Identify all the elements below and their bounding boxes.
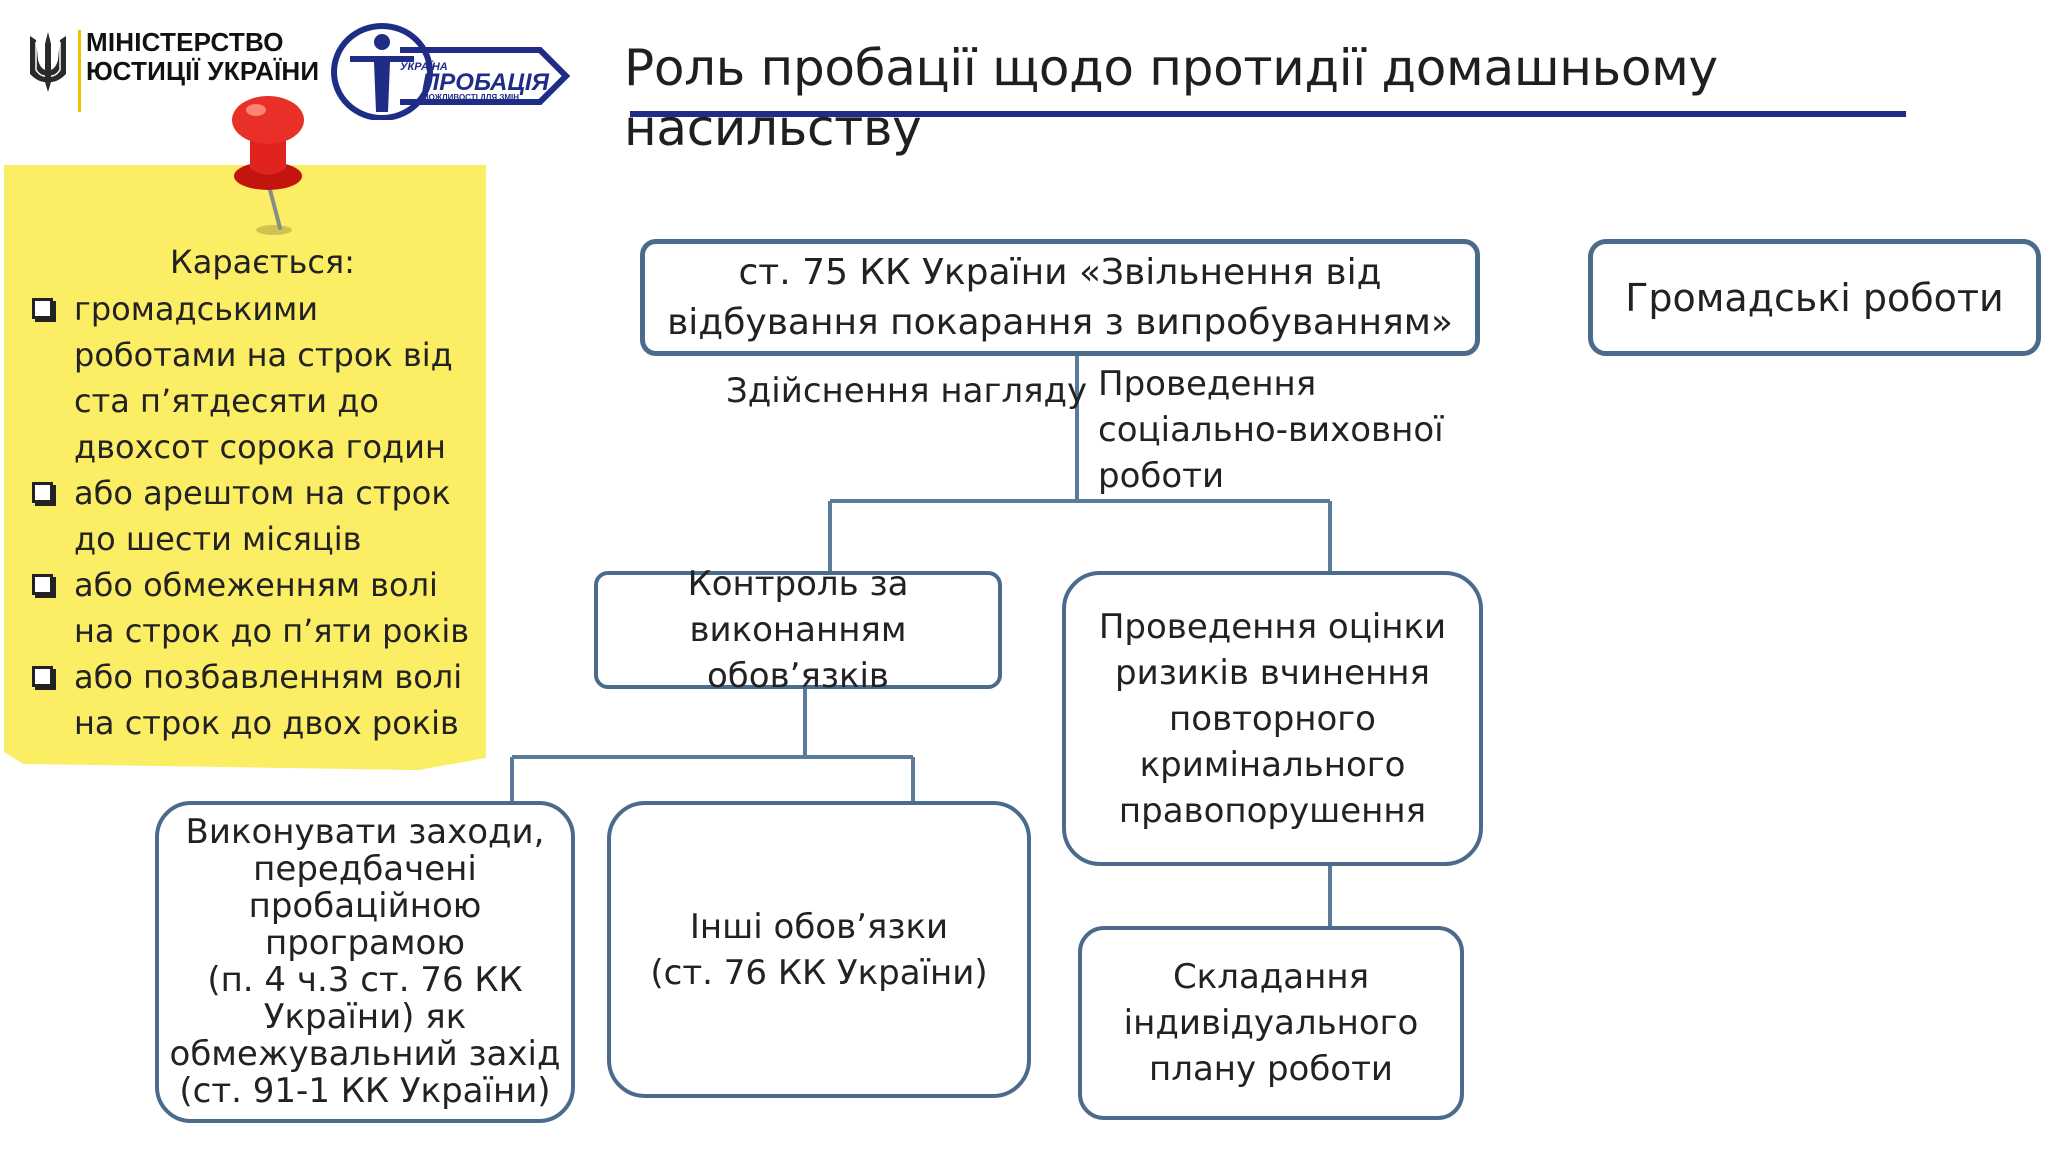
program-line-1: Виконувати заходи, [185, 812, 545, 852]
plan-line-2: індивідуального [1123, 1003, 1419, 1043]
penalty-item: або арештом на строк до шести місяців [28, 470, 488, 562]
article-75-line-2: відбування покарання з випробуванням» [667, 301, 1453, 343]
trident-icon [30, 32, 66, 92]
penalty-item-text: або арештом на строк до шести місяців [74, 474, 451, 558]
program-line-8: (ст. 91-1 КК України) [179, 1071, 551, 1111]
probation-logo: УКРАЇНА ПРОБАЦІЯ МОЖЛИВОСТІ ДЛЯ ЗМІН [331, 23, 570, 120]
control-line-2: виконанням обов’язків [689, 610, 907, 696]
plan-line-1: Складання [1172, 957, 1370, 997]
program-line-2: передбачені [253, 849, 477, 889]
supervision-label: Здійснення нагляду [726, 371, 1088, 411]
plan-line-3: плану роботи [1148, 1049, 1393, 1089]
risk-line-3: повторного [1169, 698, 1376, 739]
article-75-box: ст. 75 КК України «Звільнення від відбув… [640, 239, 1480, 356]
risk-line-2: ризиків вчинення [1115, 652, 1430, 693]
sticky-note [4, 165, 486, 770]
control-line-1: Контроль за [687, 564, 909, 604]
risk-assessment-box: Проведення оцінки ризиків вчинення повто… [1062, 571, 1483, 866]
ministry-line-1: МІНІСТЕРСТВО [86, 27, 284, 57]
checkbox-bullet-icon [32, 482, 53, 503]
penalty-item: громадськими роботами на строк від ста п… [28, 286, 488, 470]
penalty-item: або позбавленням волі на строк до двох р… [28, 654, 488, 746]
public-works-text: Громадські роботи [1625, 275, 2004, 320]
checkbox-bullet-icon [32, 574, 53, 595]
risk-line-5: правопорушення [1118, 790, 1427, 831]
sticky-heading: Карається: [170, 243, 355, 281]
penalty-item-text: громадськими роботами на строк від ста п… [74, 290, 453, 466]
ministry-name: МІНІСТЕРСТВО ЮСТИЦІЇ УКРАЇНИ [86, 28, 326, 86]
social-work-line-1: Проведення [1098, 364, 1317, 404]
checkbox-bullet-icon [32, 298, 53, 319]
program-line-7: обмежувальний захід [169, 1034, 561, 1074]
program-line-5: (п. 4 ч.3 ст. 76 КК [207, 960, 523, 1000]
social-work-label: Проведення соціально-виховної роботи [1098, 361, 1444, 499]
title-underline [630, 111, 1906, 117]
other-duties-line-2: (ст. 76 КК України) [650, 952, 988, 993]
article-75-line-1: ст. 75 КК України «Звільнення від [738, 251, 1382, 293]
penalty-list: громадськими роботами на строк від ста п… [28, 286, 488, 746]
risk-line-4: кримінального [1139, 744, 1406, 785]
checkbox-bullet-icon [32, 666, 53, 687]
penalty-item-text: або обмеженням волі на строк до п’яти ро… [74, 566, 470, 650]
public-works-box: Громадські роботи [1588, 239, 2041, 356]
probation-logo-name: ПРОБАЦІЯ [422, 69, 550, 96]
ministry-line-2: ЮСТИЦІЇ УКРАЇНИ [86, 56, 320, 86]
control-box: Контроль за виконанням обов’язків [594, 564, 1002, 696]
page-title: Роль пробації щодо протидії домашньому н… [624, 39, 1718, 157]
ministry-logo-divider [78, 30, 81, 112]
social-work-line-3: роботи [1098, 456, 1225, 496]
penalty-item-text: або позбавленням волі на строк до двох р… [74, 658, 463, 742]
risk-line-1: Проведення оцінки [1098, 606, 1447, 647]
program-line-6: України) як [263, 997, 467, 1037]
social-work-line-2: соціально-виховної [1098, 410, 1444, 450]
program-measures-box: Виконувати заходи, передбачені пробаційн… [155, 801, 575, 1123]
other-duties-line-1: Інші обов’язки [689, 906, 949, 947]
other-duties-box: Інші обов’язки (ст. 76 КК України) [607, 801, 1031, 1098]
program-line-3: пробаційною [248, 886, 482, 926]
probation-logo-tagline: МОЖЛИВОСТІ ДЛЯ ЗМІН [422, 93, 519, 102]
individual-plan-box: Складання індивідуального плану роботи [1078, 926, 1464, 1120]
probation-logo-country: УКРАЇНА [400, 60, 448, 73]
program-line-4: програмою [265, 923, 465, 963]
pushpin-icon [232, 96, 304, 235]
penalty-item: або обмеженням волі на строк до п’яти ро… [28, 562, 488, 654]
